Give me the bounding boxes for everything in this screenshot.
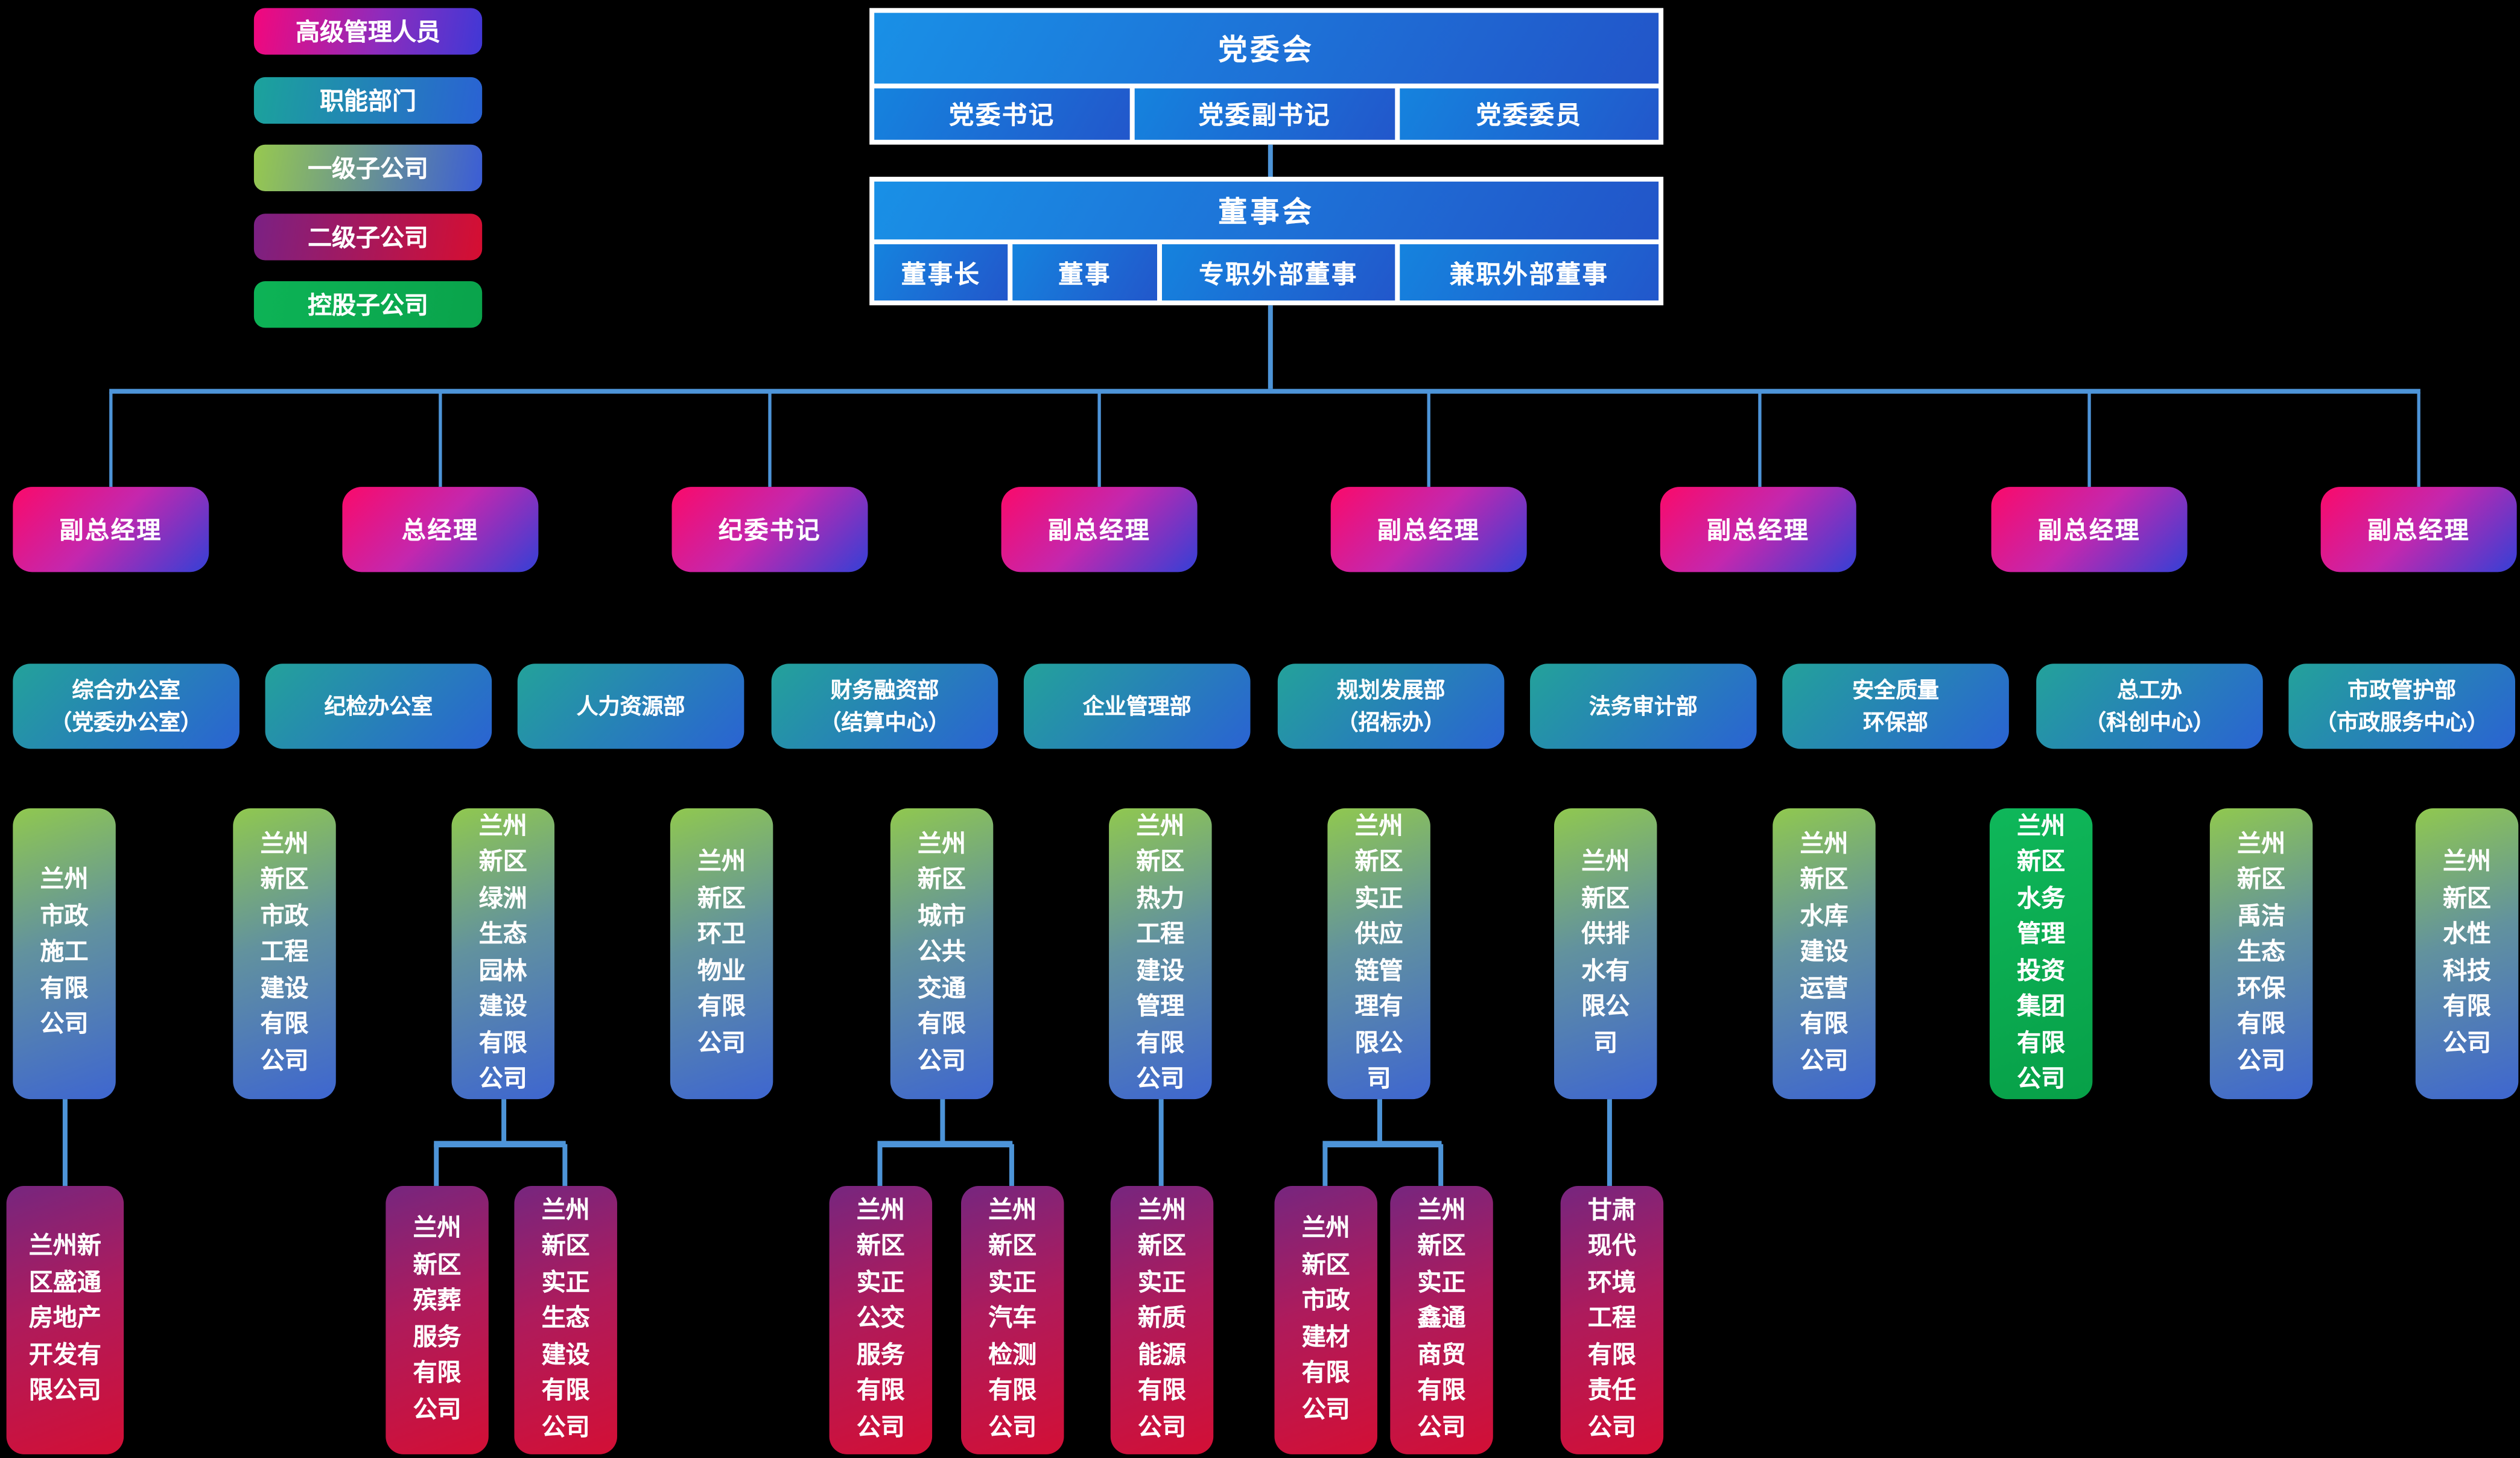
connector-exec-drop xyxy=(2087,391,2091,487)
connector-sub-drop xyxy=(434,1144,438,1186)
board-director-box: 董事 xyxy=(1012,244,1158,301)
connector-sub-drop xyxy=(940,1099,945,1143)
exec-deputy-gm-1: 副总经理 xyxy=(13,487,209,572)
connector-exec-drop xyxy=(1097,391,1101,487)
connector-sub-drop xyxy=(501,1099,506,1143)
dept-chief-engineer-office: 总工办 （科创中心） xyxy=(2036,664,2263,749)
party-deputy-secretary-box: 党委副书记 xyxy=(1134,88,1395,140)
sub1-yujie-ecology: 兰州新区禹洁生态环保有限公司 xyxy=(2209,808,2313,1100)
exec-deputy-gm-2: 副总经理 xyxy=(1001,487,1198,572)
sub1-reservoir-construction: 兰州新区水库建设运营有限公司 xyxy=(1773,808,1876,1100)
connector-sub-drop xyxy=(562,1144,567,1186)
connector-exec-drop xyxy=(2417,391,2420,487)
legend-item-level2-subsidiary: 二级子公司 xyxy=(253,212,483,260)
exec-gm: 总经理 xyxy=(342,487,539,572)
sub2-shizheng-new-energy: 兰州新区实正新质能源有限公司 xyxy=(1110,1185,1214,1454)
exec-discipline-secretary: 纪委书记 xyxy=(671,487,868,572)
legend-item-functional-department: 职能部门 xyxy=(253,76,483,123)
sub2-gansu-modern-environment: 甘肃现代环境工程有限责任公司 xyxy=(1560,1185,1664,1454)
legend-item-holding-subsidiary: 控股子公司 xyxy=(253,281,483,328)
sub2-municipal-building-materials: 兰州新区市政建材有限公司 xyxy=(1274,1185,1377,1454)
exec-deputy-gm-3: 副总经理 xyxy=(1330,487,1527,572)
sub2-funeral-service: 兰州新区殡葬服务有限公司 xyxy=(386,1185,489,1454)
connector-sub-drop xyxy=(62,1099,67,1186)
sub2-shengtong-real-estate: 兰州新区盛通房地产开发有限公司 xyxy=(6,1185,124,1454)
sub1-water-investment-group: 兰州新区水务管理投资集团有限公司 xyxy=(1989,808,2093,1100)
connector-exec-rail xyxy=(109,388,2420,394)
sub1-supply-chain: 兰州新区实正供应链管理有限公司 xyxy=(1327,808,1430,1100)
sub1-public-transport: 兰州新区城市公共交通有限公司 xyxy=(890,808,994,1100)
board-chairman-box: 董事长 xyxy=(874,244,1008,301)
legend-item-level1-subsidiary: 一级子公司 xyxy=(253,144,483,192)
connector-sub-drop xyxy=(877,1144,882,1186)
dept-general-office: 综合办公室 （党委办公室） xyxy=(13,664,240,749)
sub1-water-technology: 兰州新区水性科技有限公司 xyxy=(2415,808,2519,1100)
exec-deputy-gm-4: 副总经理 xyxy=(1660,487,1856,572)
sub1-heating-engineering: 兰州新区热力工程建设管理有限公司 xyxy=(1109,808,1212,1100)
party-committee-box: 党委会 xyxy=(874,13,1659,84)
sub1-sanitation-property: 兰州新区环卫物业有限公司 xyxy=(670,808,773,1100)
legend: 高级管理人员 职能部门 一级子公司 二级子公司 控股子公司 xyxy=(253,8,483,328)
connector-party-board xyxy=(1268,144,1273,177)
sub1-municipal-construction: 兰州市政施工有限公司 xyxy=(13,808,116,1100)
dept-safety-quality-environment: 安全质量 环保部 xyxy=(1782,664,2009,749)
connector-exec-drop xyxy=(1427,391,1430,487)
board-group: 董事会 董事长 董事 专职外部董事 兼职外部董事 xyxy=(869,177,1664,306)
dept-human-resources: 人力资源部 xyxy=(517,664,744,749)
connector-sub-drop xyxy=(1158,1099,1163,1186)
connector-sub-bar xyxy=(877,1141,1013,1148)
party-committee-group: 党委会 党委书记 党委副书记 党委委员 xyxy=(869,8,1664,145)
sub1-oasis-ecology-garden: 兰州新区绿洲生态园林建设有限公司 xyxy=(451,808,555,1100)
connector-exec-drop xyxy=(109,391,113,487)
connector-sub-bar xyxy=(1322,1141,1442,1148)
exec-deputy-gm-5: 副总经理 xyxy=(1991,487,2188,572)
connector-sub-bar xyxy=(434,1141,566,1148)
board-fulltime-external-director-box: 专职外部董事 xyxy=(1161,244,1395,301)
connector-sub-drop xyxy=(1009,1144,1014,1186)
sub2-shizheng-ecology-construction: 兰州新区实正生态建设有限公司 xyxy=(514,1185,617,1454)
connector-sub-drop xyxy=(1322,1144,1327,1186)
sub2-shizheng-bus-service: 兰州新区实正公交服务有限公司 xyxy=(829,1185,933,1454)
dept-enterprise-management: 企业管理部 xyxy=(1023,664,1251,749)
connector-sub-drop xyxy=(1377,1099,1382,1143)
sub2-xintong-trading: 兰州新区实正鑫通商贸有限公司 xyxy=(1390,1185,1493,1454)
connector-sub-drop xyxy=(1438,1144,1442,1186)
sub2-shizheng-vehicle-inspection: 兰州新区实正汽车检测有限公司 xyxy=(961,1185,1064,1454)
party-member-box: 党委委员 xyxy=(1400,88,1659,140)
legend-item-senior-management: 高级管理人员 xyxy=(253,8,483,55)
connector-exec-drop xyxy=(768,391,772,487)
sub1-municipal-engineering: 兰州新区市政工程建设有限公司 xyxy=(233,808,336,1100)
connector-exec-drop xyxy=(439,391,442,487)
dept-finance: 财务融资部 （结算中心） xyxy=(771,664,998,749)
board-box: 董事会 xyxy=(874,182,1659,239)
connector-sub-drop xyxy=(1607,1099,1611,1186)
dept-municipal-maintenance: 市政管护部 （市政服务中心） xyxy=(2288,664,2516,749)
party-secretary-box: 党委书记 xyxy=(874,88,1130,140)
sub1-water-supply-drainage: 兰州新区供排水有限公司 xyxy=(1554,808,1657,1100)
dept-planning-development: 规划发展部 （招标办） xyxy=(1277,664,1505,749)
board-parttime-external-director-box: 兼职外部董事 xyxy=(1400,244,1659,301)
exec-deputy-gm-6: 副总经理 xyxy=(2320,487,2517,572)
connector-exec-drop xyxy=(1758,391,1762,487)
dept-discipline-office: 纪检办公室 xyxy=(265,664,492,749)
dept-legal-audit: 法务审计部 xyxy=(1530,664,1757,749)
connector-board-trunk xyxy=(1268,305,1273,389)
